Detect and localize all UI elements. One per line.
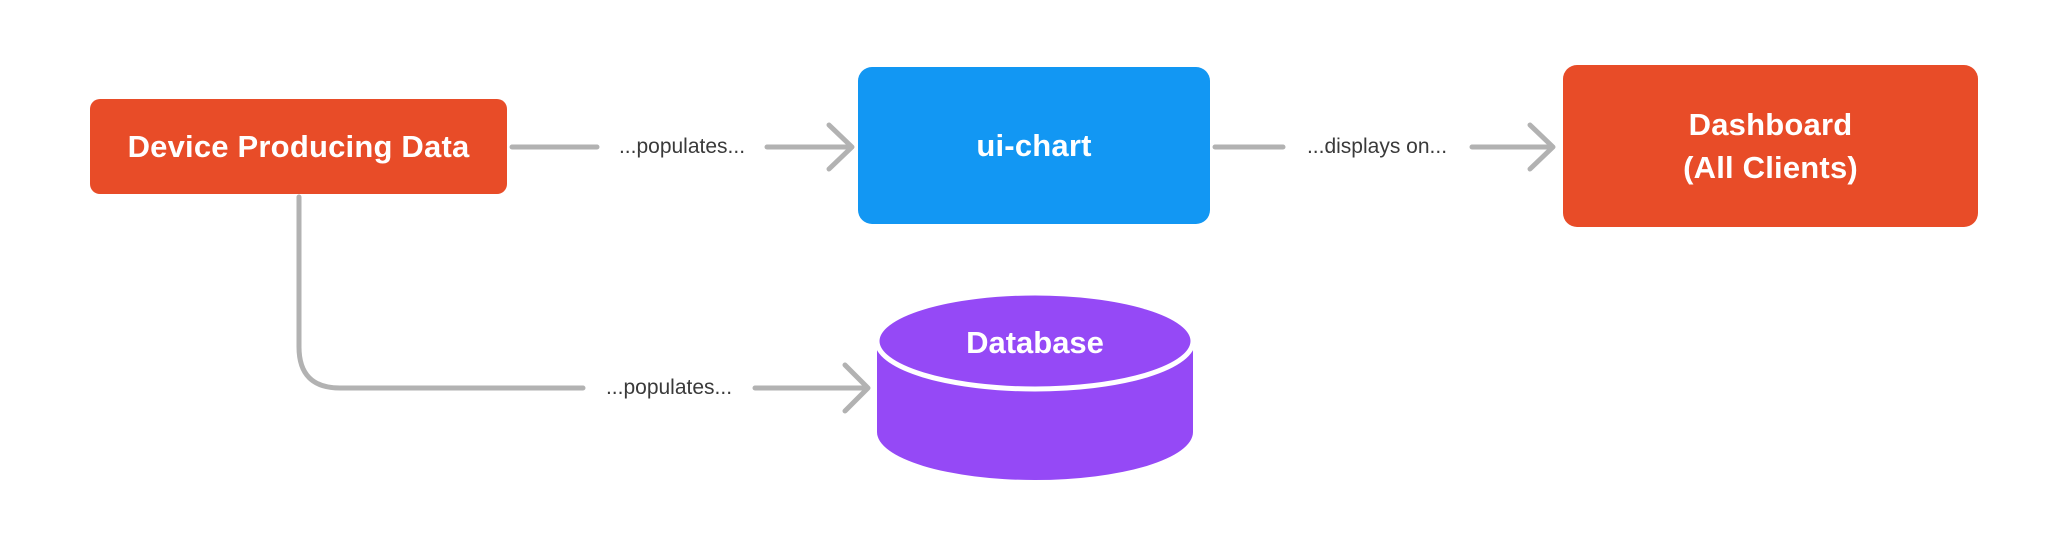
- node-database-cylinder[interactable]: [874, 290, 1196, 483]
- edge-label-populates-bottom: ...populates...: [601, 376, 737, 400]
- node-dashboard-all-clients[interactable]: Dashboard (All Clients): [1563, 65, 1978, 227]
- node-label-line2: (All Clients): [1683, 150, 1858, 185]
- node-ui-chart[interactable]: ui-chart: [858, 67, 1210, 224]
- edge-label-displays-on: ...displays on...: [1302, 135, 1452, 159]
- node-label-line1: Dashboard: [1688, 107, 1853, 142]
- node-label: Device Producing Data: [127, 128, 470, 164]
- cylinder-top: [874, 290, 1196, 392]
- edge-device-to-database-elbow: [296, 194, 586, 391]
- node-database-label: Database: [966, 325, 1104, 360]
- arrowhead-icon: [826, 122, 855, 172]
- arrowhead-icon: [842, 362, 871, 414]
- edge-label-populates-top: ...populates...: [614, 135, 750, 159]
- arrowhead-icon: [1527, 122, 1556, 172]
- node-device-producing-data[interactable]: Device Producing Data: [90, 99, 507, 194]
- node-label: ui-chart: [976, 127, 1092, 163]
